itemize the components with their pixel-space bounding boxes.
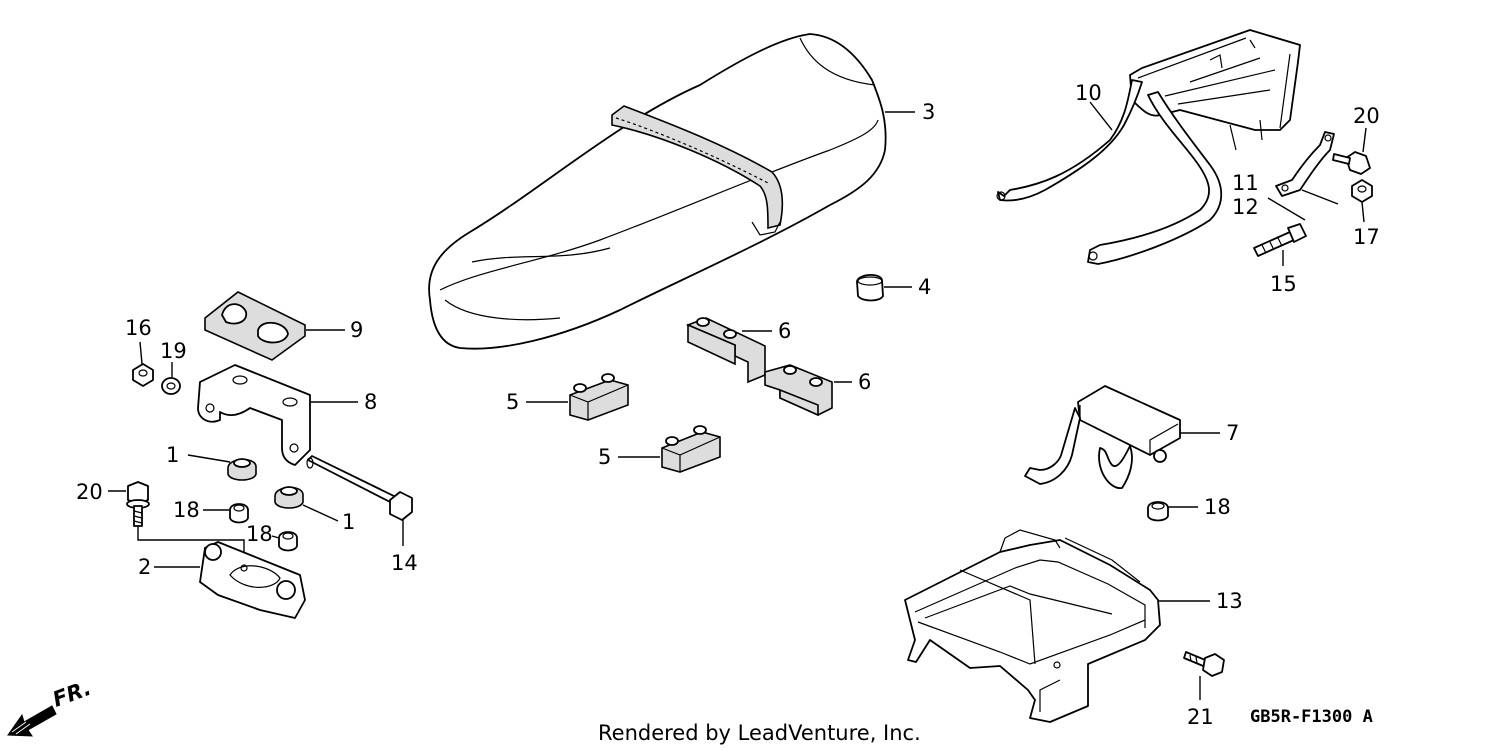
callout-8: 8: [364, 390, 377, 414]
callout-1a: 1: [166, 443, 179, 467]
nut-18b: [278, 531, 298, 552]
callout-5a: 5: [506, 390, 519, 414]
callout-18c: 18: [1204, 495, 1231, 519]
bushing-1b: [274, 486, 304, 509]
spacer-5b: [661, 425, 721, 473]
leader-1b: [302, 504, 339, 522]
leader-11: [1301, 189, 1339, 205]
callout-5b: 5: [598, 445, 611, 469]
callout-18a: 18: [173, 498, 200, 522]
callout-14: 14: [391, 551, 418, 575]
callout-12: 12: [1232, 195, 1259, 219]
callout-2: 2: [138, 555, 151, 579]
callout-17: 17: [1353, 225, 1380, 249]
callout-9: 9: [350, 318, 363, 342]
direction-label: FR.: [50, 676, 95, 712]
long-bolt-part: [306, 455, 413, 521]
callout-4: 4: [918, 275, 931, 299]
lock-plate-part: [204, 291, 306, 361]
spacer-5a: [569, 373, 629, 421]
callout-11: 11: [1232, 171, 1259, 195]
rubber-block-6b: [764, 364, 833, 417]
footer-credit: Rendered by LeadVenture, Inc.: [598, 721, 921, 745]
callout-18b: 18: [246, 522, 273, 546]
front-arrow-icon: [7, 705, 57, 737]
callout-13: 13: [1216, 589, 1243, 613]
callout-10: 10: [1075, 81, 1102, 105]
callout-15: 15: [1270, 272, 1297, 296]
callout-3: 3: [922, 100, 935, 124]
rubber-block-6a: [685, 317, 766, 384]
leader-12-15: [1267, 197, 1306, 221]
seat-part: [428, 33, 887, 350]
callout-7: 7: [1226, 421, 1239, 445]
callout-20a: 20: [76, 480, 103, 504]
leader-1a: [187, 454, 231, 463]
callout-20b: 20: [1353, 104, 1380, 128]
bushing-1a: [227, 458, 257, 481]
washer-19: [161, 377, 181, 395]
leader-10: [1089, 101, 1113, 131]
flange-bolt-20-left: [126, 481, 150, 527]
callout-6a: 6: [778, 319, 791, 343]
nut-17: [1351, 179, 1373, 203]
leader-16: [139, 341, 143, 365]
nut-16: [132, 363, 154, 387]
base-plate-part: [199, 541, 306, 619]
stay-part: [1275, 131, 1335, 197]
diagram-code: GB5R-F1300 A: [1250, 707, 1373, 727]
flange-bolt-20-right: [1332, 151, 1371, 175]
bolt-21: [1183, 651, 1225, 677]
cushion-part: [856, 274, 884, 302]
callout-19: 19: [160, 339, 187, 363]
callout-6b: 6: [858, 370, 871, 394]
bracket-part: [197, 364, 311, 466]
leader-17: [1361, 201, 1365, 223]
bolt-15: [1253, 223, 1307, 257]
leader-20b: [1362, 127, 1367, 153]
callout-1b: 1: [342, 510, 355, 534]
callout-21: 21: [1187, 705, 1214, 729]
luggage-frame-part: [904, 529, 1161, 723]
nut-18a: [229, 503, 249, 524]
callout-16: 16: [125, 316, 152, 340]
leader-18b: [271, 535, 280, 539]
seat-hinge-part: [1024, 385, 1181, 489]
rear-carrier-part: [996, 29, 1301, 265]
nut-18c: [1147, 501, 1169, 522]
